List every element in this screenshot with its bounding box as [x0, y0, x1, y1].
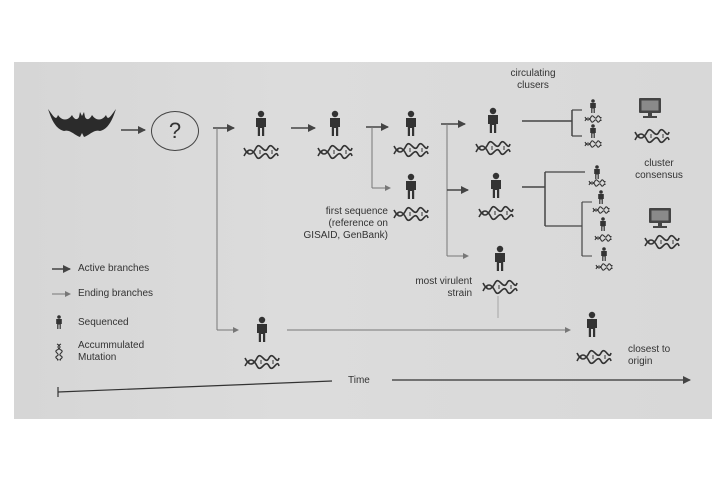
- first-sequence-label: first sequence (reference on GISAID, Gen…: [303, 206, 388, 241]
- person-icon: [256, 110, 266, 136]
- dna-icon: [588, 179, 606, 187]
- person-icon: [495, 245, 505, 271]
- cluster-consensus-label: cluster consensus: [635, 158, 683, 181]
- legend-accumulated-mutation: Accummulated Mutation: [78, 340, 145, 363]
- dna-icon: [592, 206, 610, 214]
- computer-icon: [649, 208, 671, 228]
- dna-icon: [244, 354, 280, 370]
- person-icon: [330, 110, 340, 136]
- person-icon: [491, 172, 501, 198]
- time-axis-label: Time: [348, 375, 370, 386]
- dna-icon: [634, 128, 670, 144]
- circulating-clusters-label: circulating clusers: [510, 68, 556, 91]
- dna-icon: [595, 263, 613, 271]
- unknown-host-circle: ?: [151, 111, 199, 151]
- person-icon: [406, 110, 416, 136]
- computer-icon: [639, 98, 661, 118]
- legend-active-branches: Active branches: [78, 263, 150, 274]
- dna-icon: [55, 343, 63, 361]
- person-icon: [590, 99, 596, 113]
- dna-icon: [584, 115, 602, 123]
- person-icon: [598, 190, 604, 204]
- dna-icon: [576, 349, 612, 365]
- person-icon: [488, 107, 498, 133]
- person-icon: [257, 316, 267, 342]
- person-icon: [600, 217, 606, 231]
- dna-icon: [393, 206, 429, 222]
- person-icon: [56, 315, 62, 329]
- dna-icon: [317, 144, 353, 160]
- legend-sequenced: Sequenced: [78, 317, 129, 328]
- dna-icon: [584, 140, 602, 148]
- person-icon: [590, 124, 596, 138]
- dna-icon: [393, 142, 429, 158]
- bat-icon: [48, 109, 116, 137]
- dna-icon: [478, 205, 514, 221]
- dna-icon: [475, 140, 511, 156]
- dna-icon: [243, 144, 279, 160]
- dna-icon: [594, 234, 612, 242]
- person-icon: [601, 247, 607, 261]
- person-icon: [406, 173, 416, 199]
- legend-ending-branches: Ending branches: [78, 288, 154, 299]
- most-virulent-label: most virulent strain: [415, 276, 472, 299]
- dna-icon: [482, 279, 518, 295]
- person-icon: [594, 165, 600, 179]
- closest-to-origin-label: closest to origin: [628, 344, 671, 367]
- dna-icon: [644, 234, 680, 250]
- person-icon: [587, 311, 597, 337]
